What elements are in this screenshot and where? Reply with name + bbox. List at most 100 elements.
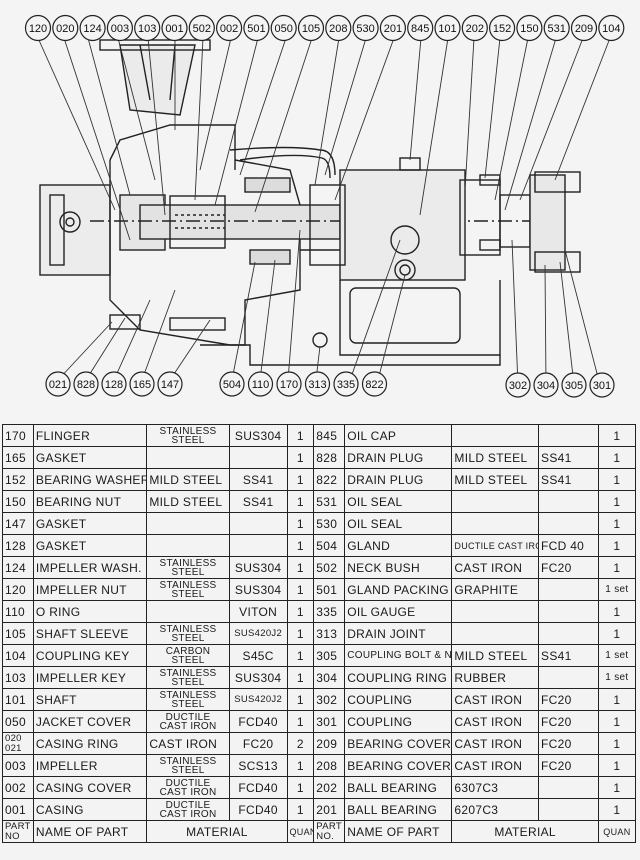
part-no-line: 020 xyxy=(5,732,22,744)
material-line: STEEL xyxy=(171,588,205,600)
part-name-value: COUPLING xyxy=(347,714,413,729)
material-line: STAINLESS xyxy=(159,557,217,569)
part-material xyxy=(451,424,540,447)
part-no-value: 209 xyxy=(316,736,338,751)
qty-value: 1 xyxy=(296,626,304,641)
spec-value: FC20 xyxy=(242,736,274,751)
part-name: BEARING COVER xyxy=(344,754,453,777)
callout-501: 501 xyxy=(243,14,270,42)
material-line: CAST IRON xyxy=(159,786,217,798)
part-name: FLINGER xyxy=(32,424,148,447)
part-name: SHAFT xyxy=(32,688,148,711)
callout-110: 110 xyxy=(247,371,274,397)
part-name: COUPLING xyxy=(344,688,453,711)
material-value: 6307C3 xyxy=(454,780,499,795)
qty-value: 1 xyxy=(296,758,304,773)
qty-value: 1 xyxy=(613,626,621,641)
part-spec: SUS420J2 xyxy=(228,622,288,645)
material-value: DUCTILE CAST IRON xyxy=(454,540,537,551)
leader-lines xyxy=(37,37,611,386)
callout-001: 001 xyxy=(161,14,188,42)
part-qty: 1 xyxy=(286,798,315,821)
part-qty: 1 xyxy=(597,534,637,557)
part-name: NECK BUSH xyxy=(344,556,453,579)
header-part-no-line: PART xyxy=(5,820,31,832)
part-qty: 1 xyxy=(286,776,315,799)
part-no-value: 103 xyxy=(5,670,26,685)
spec-value: SS41 xyxy=(242,494,274,509)
material-line: STEEL xyxy=(171,698,205,710)
callout-150: 150 xyxy=(516,14,543,42)
part-qty: 1 xyxy=(286,710,315,733)
part-spec: SS41 xyxy=(228,468,288,491)
svg-text:302: 302 xyxy=(509,380,527,392)
part-name: GASKET xyxy=(32,534,148,557)
material-value: GRAPHITE xyxy=(454,582,519,597)
callout-335: 335 xyxy=(333,371,359,397)
part-spec xyxy=(228,534,288,557)
spec-value: SUS304 xyxy=(234,582,282,597)
spec-value: SUS420J2 xyxy=(234,628,283,639)
part-qty: 1 xyxy=(286,688,315,711)
part-material: MILD STEEL xyxy=(146,468,230,491)
material-line: STEEL xyxy=(171,654,205,666)
qty-value: 1 xyxy=(296,494,304,509)
callout-208: 208 xyxy=(325,14,352,42)
material-line: DUCTILE xyxy=(165,777,211,789)
callout-302: 302 xyxy=(505,372,531,398)
part-name-value: COUPLING RING xyxy=(347,670,448,685)
callout-120: 120 xyxy=(24,14,52,42)
part-name-value: IMPELLER NUT xyxy=(35,582,127,597)
spec-value: VITON xyxy=(239,604,278,619)
callout-305: 305 xyxy=(561,372,587,398)
part-material: CAST IRON xyxy=(451,688,540,711)
part-qty: 1 xyxy=(286,424,315,447)
svg-text:150: 150 xyxy=(520,23,538,35)
part-no: 208 xyxy=(313,754,346,777)
svg-text:147: 147 xyxy=(161,379,179,391)
part-name-value: CASING COVER xyxy=(35,780,132,795)
qty-value: 1 xyxy=(296,560,304,575)
part-no: 050 xyxy=(2,710,34,733)
part-no-value: 147 xyxy=(5,516,26,531)
part-name-value: IMPELLER KEY xyxy=(35,670,127,685)
material-value: 6207C3 xyxy=(454,802,499,817)
part-spec xyxy=(538,490,599,513)
qty-value: 1 xyxy=(296,780,304,795)
svg-text:202: 202 xyxy=(466,23,484,35)
part-name-value: OIL GAUGE xyxy=(347,604,416,619)
part-no-value: 152 xyxy=(5,472,26,487)
svg-text:305: 305 xyxy=(565,380,583,392)
part-no: 302 xyxy=(313,688,346,711)
part-no: 110 xyxy=(2,600,34,623)
spec-value: FC20 xyxy=(541,692,572,707)
part-spec: FC20 xyxy=(228,732,288,755)
header-material-r-text: MATERIAL xyxy=(494,824,556,839)
qty-value: 1 xyxy=(296,516,304,531)
header-material-r: MATERIAL xyxy=(451,820,599,843)
part-spec: SUS304 xyxy=(228,556,288,579)
part-spec: FCD40 xyxy=(228,798,288,821)
part-name: GLAND PACKING xyxy=(344,578,453,601)
part-material: MILD STEEL xyxy=(451,644,540,667)
part-qty: 1 xyxy=(286,578,315,601)
part-qty: 1 xyxy=(286,490,315,513)
part-no: 305 xyxy=(313,644,346,667)
part-name-value: CASING RING xyxy=(35,736,119,751)
qty-value: 1 xyxy=(296,450,304,465)
header-quan-r-text: QUAN xyxy=(603,826,631,837)
part-spec: SCS13 xyxy=(228,754,288,777)
part-no-value: 120 xyxy=(5,582,26,597)
qty-value: 1 xyxy=(613,428,621,443)
header-part-no-line: NO xyxy=(5,830,20,842)
svg-text:152: 152 xyxy=(493,23,511,35)
part-name-value: GASKET xyxy=(35,538,87,553)
part-name-value: BALL BEARING xyxy=(347,802,438,817)
material-line: STAINLESS xyxy=(159,667,217,679)
svg-text:335: 335 xyxy=(337,379,355,391)
